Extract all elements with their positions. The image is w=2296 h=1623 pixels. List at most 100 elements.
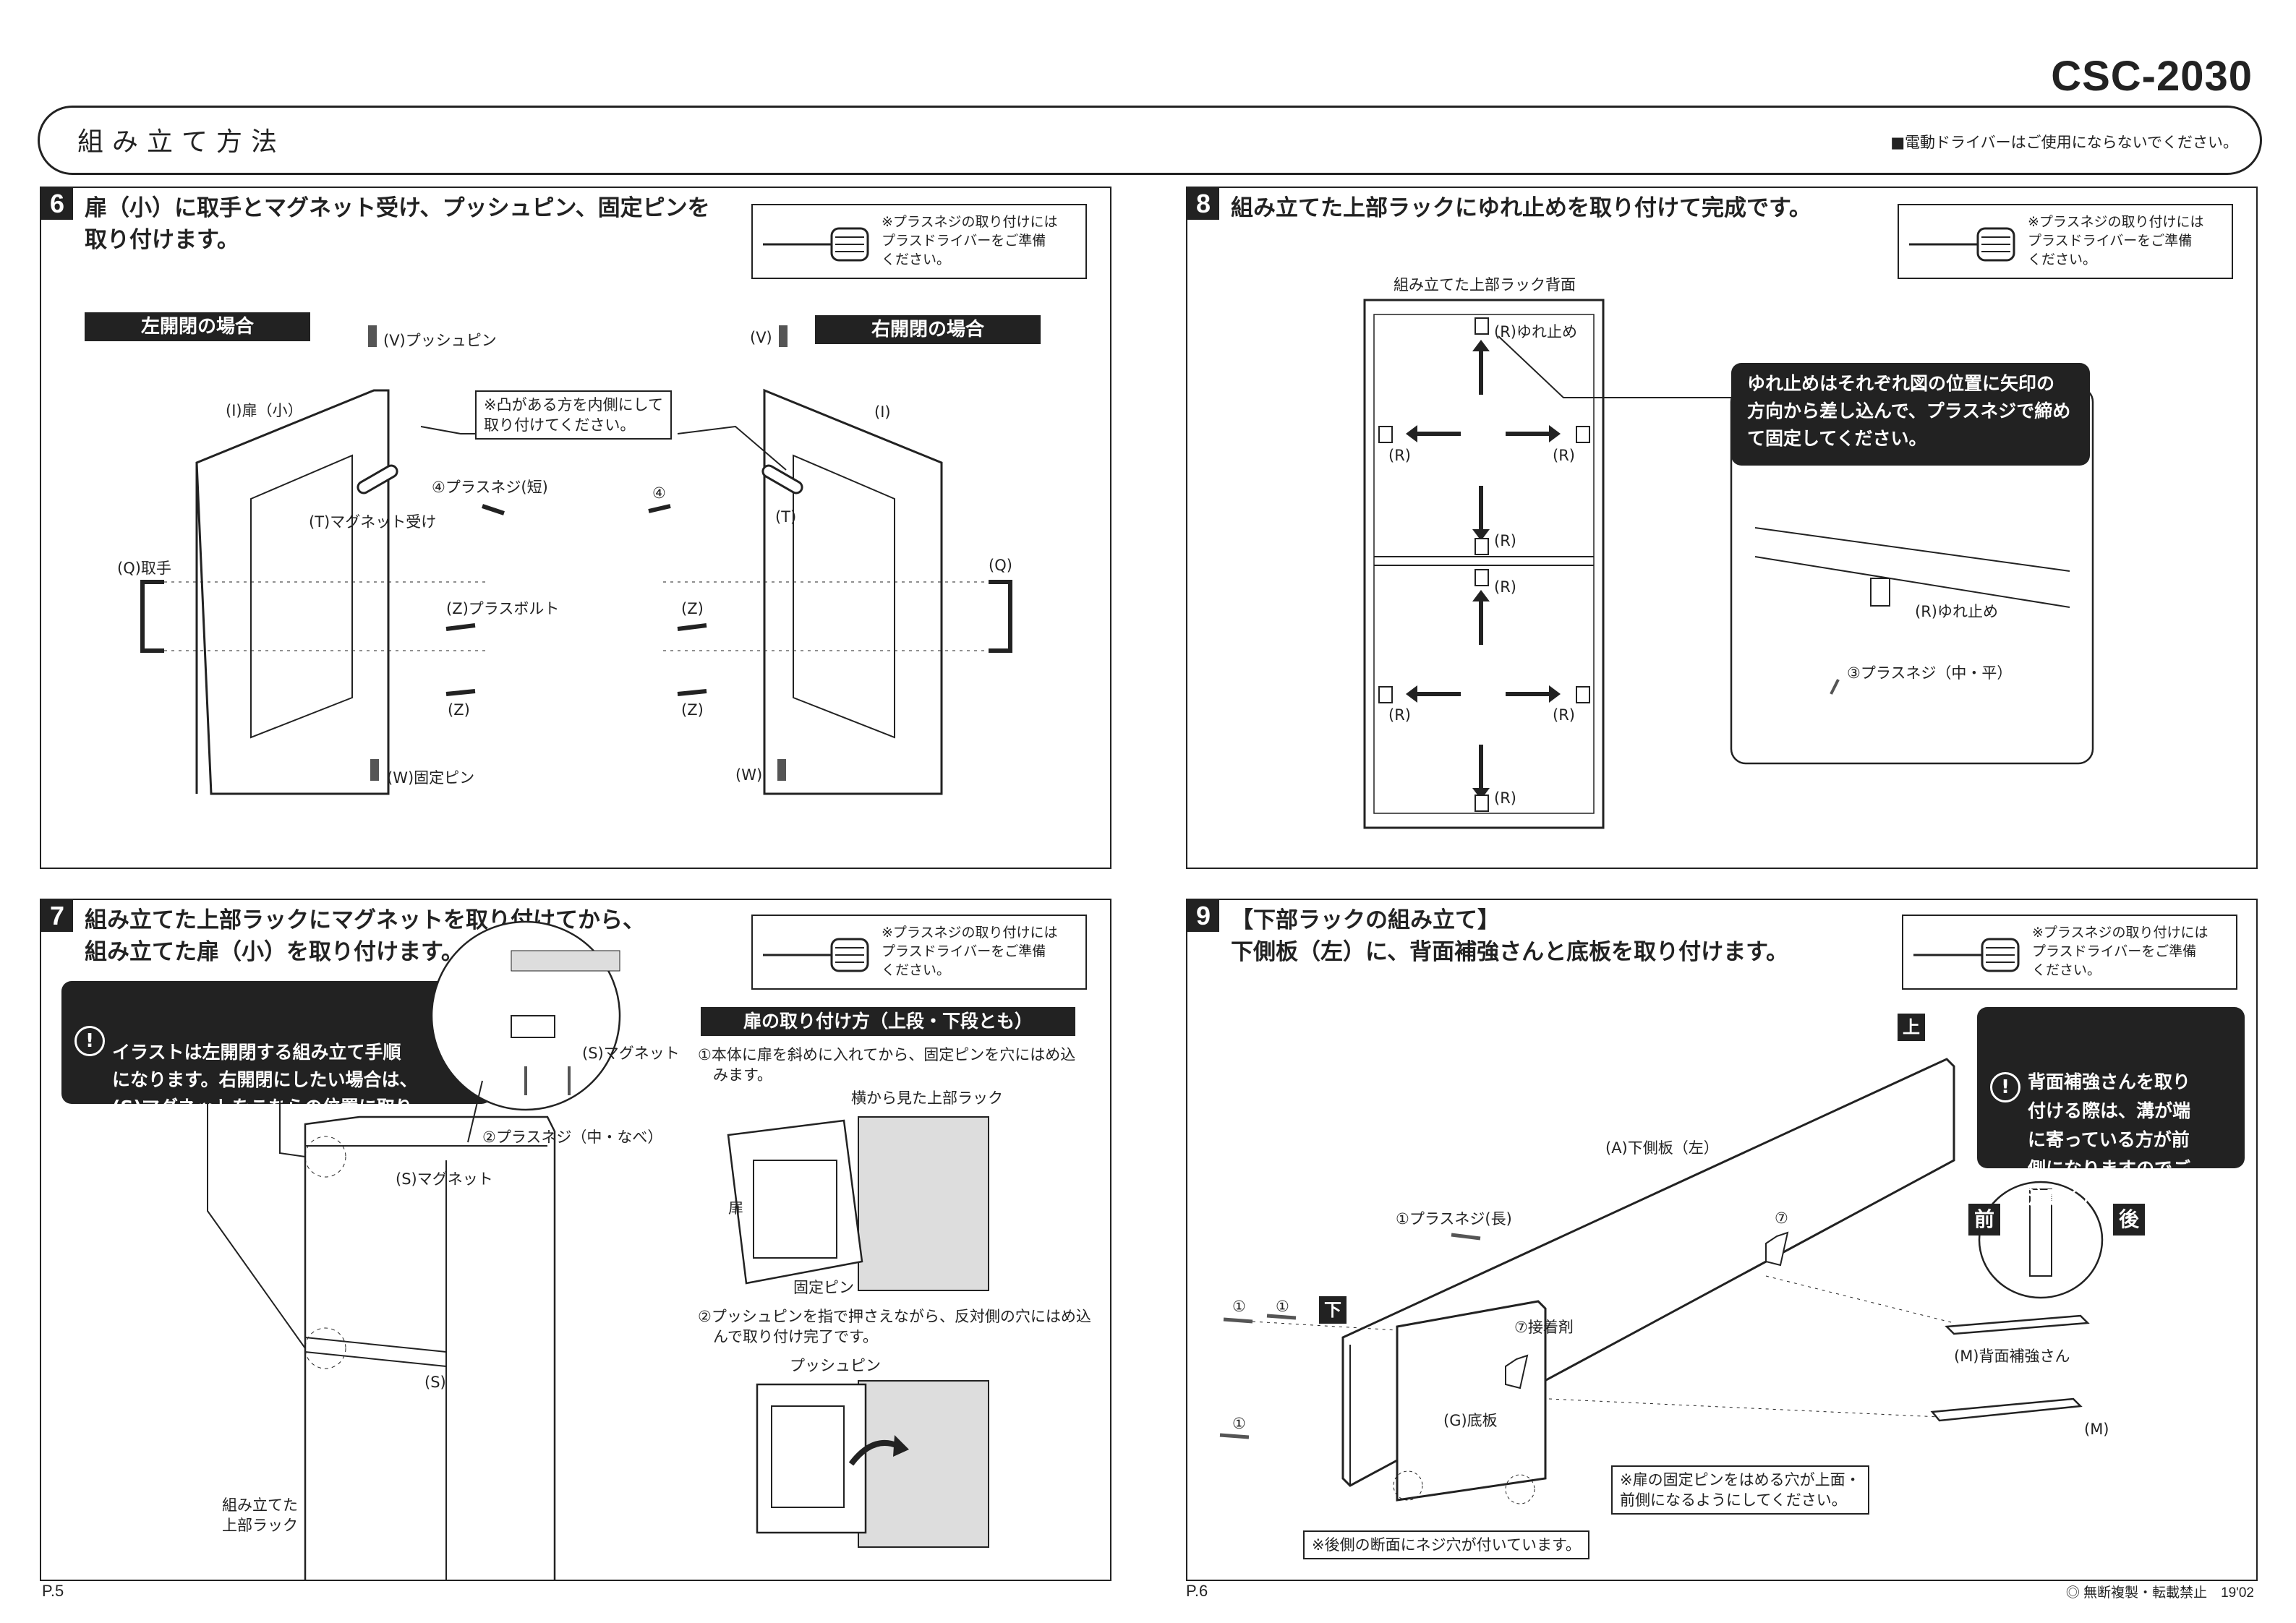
label-w-fixedpin-left: (W)固定ピン xyxy=(387,769,475,787)
page-number-6: P.6 xyxy=(1186,1582,1208,1600)
convex-note: ※凸がある方を内側にして 取り付けてください。 xyxy=(475,390,672,440)
label-screw1-long: ①プラスネジ(長) xyxy=(1396,1210,1512,1228)
label-door-small-left: (I)扉（小） xyxy=(226,402,303,419)
note-screw-hole: ※後側の断面にネジ穴が付いています。 xyxy=(1303,1530,1589,1559)
step9-heading: 【下部ラックの組み立て】 下側板（左）に、背面補強さんと底板を取り付けます。 xyxy=(1231,907,1788,965)
driver-note: ■電動ドライバーはご使用にならないでください。 xyxy=(1890,134,2238,151)
step8-heading: 組み立てた上部ラックにゆれ止めを取り付けて完成です。 xyxy=(1231,195,1811,221)
label-fixed-pin: 固定ピン xyxy=(793,1279,854,1296)
label-push-pin: プッシュピン xyxy=(790,1357,881,1374)
label-g-bottom: (G)底板 xyxy=(1443,1412,1498,1429)
screwdriver-note-text: ※プラスネジの取り付けには プラスドライバーをご準備 ください。 xyxy=(2028,214,2204,267)
label-door-right: (I) xyxy=(874,403,891,421)
label-one-b: ① xyxy=(1276,1298,1289,1315)
detail-r-stopper: (R)ゆれ止め xyxy=(1915,603,1998,620)
label-v-pushpin-left: (V)プッシュピン xyxy=(383,332,497,349)
label-plus-bolt: (Z)プラスボルト xyxy=(446,600,560,617)
right-open-label: 右開閉の場合 xyxy=(815,315,1041,344)
label-r1: (R) xyxy=(1388,447,1411,464)
label-z-right1: (Z) xyxy=(681,600,704,617)
label-s-magnet-detail: (S)マグネット xyxy=(582,1045,680,1062)
label-s: (S) xyxy=(424,1374,446,1391)
label-r3: (R) xyxy=(1494,532,1516,549)
hand-screwdriver-icon xyxy=(1913,938,2020,972)
step8-number: 8 xyxy=(1187,188,1219,220)
label-z-right2: (Z) xyxy=(681,701,704,719)
label-r-stopper: (R)ゆれ止め xyxy=(1494,323,1577,341)
label-one-a: ① xyxy=(1232,1298,1246,1315)
label-r5: (R) xyxy=(1388,706,1411,724)
step7-heading: 組み立てた上部ラックにマグネットを取り付けてから、 組み立てた扉（小）を取り付け… xyxy=(85,907,645,965)
screwdriver-note: ※プラスネジの取り付けには プラスドライバーをご準備 ください。 xyxy=(751,204,1087,279)
label-front: 前 xyxy=(1968,1204,2000,1236)
label-r7: (R) xyxy=(1494,789,1516,807)
label-one-c: ① xyxy=(1232,1415,1246,1432)
door-how-title: 扉の取り付け方（上段・下段とも） xyxy=(701,1007,1075,1036)
label-screw4-right: ④ xyxy=(652,484,666,502)
label-r6: (R) xyxy=(1553,706,1575,724)
instruction-2: ②プッシュピンを指で押さえながら、反対側の穴にはめ込 んで取り付け完了です。 xyxy=(698,1308,1091,1345)
title-bar: 組み立て方法 ■電動ドライバーはご使用にならないでください。 xyxy=(38,106,2262,175)
label-bottom: 下 xyxy=(1319,1296,1347,1324)
step8-panel: 8 組み立てた上部ラックにゆれ止めを取り付けて完成です。 ※プラスネジの取り付け… xyxy=(1186,187,2258,869)
step6-panel: 6 扉（小）に取手とマグネット受け、プッシュピン、固定ピンを 取り付けます。 ※… xyxy=(40,187,1111,869)
label-t-right: (T) xyxy=(775,508,797,526)
left-open-label: 左開閉の場合 xyxy=(85,312,310,341)
label-s-magnet: (S)マグネット xyxy=(396,1170,493,1188)
screwdriver-note-text: ※プラスネジの取り付けには プラスドライバーをご準備 ください。 xyxy=(882,214,1058,267)
step6-heading: 扉（小）に取手とマグネット受け、プッシュピン、固定ピンを 取り付けます。 xyxy=(85,195,710,253)
screwdriver-note: ※プラスネジの取り付けには プラスドライバーをご準備 ください。 xyxy=(1902,915,2237,990)
label-back: 後 xyxy=(2113,1204,2145,1236)
hand-screwdriver-icon xyxy=(763,938,869,972)
instruction-1: ①本体に扉を斜めに入れてから、固定ピンを穴にはめ込 みます。 xyxy=(698,1046,1076,1084)
screwdriver-note-text: ※プラスネジの取り付けには プラスドライバーをご準備 ください。 xyxy=(2032,925,2208,978)
lower-rack-diagram xyxy=(1219,1058,2104,1504)
label-top: 上 xyxy=(1898,1014,1925,1041)
label-r4: (R) xyxy=(1494,578,1516,596)
left-open-callout-text: イラストは左開閉する組み立て手順 になります。右開閉にしたい場合は、 (S)マグ… xyxy=(112,1042,418,1145)
page-title: 組み立て方法 xyxy=(77,127,286,157)
step6-number: 6 xyxy=(41,188,73,220)
step7-number: 7 xyxy=(41,900,73,932)
label-side-view: 横から見た上部ラック xyxy=(851,1089,1003,1107)
label-handle-left: (Q)取手 xyxy=(117,560,171,577)
label-m: (M) xyxy=(2084,1421,2109,1438)
rack-magnet-diagram xyxy=(207,920,989,1580)
label-v-right: (V) xyxy=(750,329,772,346)
label-z-left: (Z) xyxy=(448,701,470,719)
exclamation-icon: ! xyxy=(74,1026,105,1056)
screwdriver-note-text: ※プラスネジの取り付けには プラスドライバーをご準備 ください。 xyxy=(882,925,1058,978)
back-reinforcement-callout-text: 背面補強さんを取り 付ける際は、溝が端 に寄っている方が前 側になりますのでご … xyxy=(2028,1071,2191,1208)
step9-panel: 9 【下部ラックの組み立て】 下側板（左）に、背面補強さんと底板を取り付けます。… xyxy=(1186,899,2258,1581)
exclamation-icon: ! xyxy=(1990,1072,2020,1102)
label-q-right: (Q) xyxy=(989,557,1012,574)
hand-screwdriver-icon xyxy=(763,227,869,262)
label-num7: ⑦ xyxy=(1775,1209,1788,1227)
label-screw4-left: ④プラスネジ(短) xyxy=(432,479,548,496)
label-screw2: ②プラスネジ（中・なべ） xyxy=(482,1129,663,1146)
screwdriver-note: ※プラスネジの取り付けには プラスドライバーをご準備 ください。 xyxy=(1898,204,2233,279)
step7-panel: 7 組み立てた上部ラックにマグネットを取り付けてから、 組み立てた扉（小）を取り… xyxy=(40,899,1111,1581)
left-open-callout: ! イラストは左開閉する組み立て手順 になります。右開閉にしたい場合は、 (S)… xyxy=(61,981,492,1145)
label-a-side-left: (A)下側板（左） xyxy=(1605,1139,1719,1157)
door-diagram xyxy=(140,325,1012,795)
stopper-callout: ゆれ止めはそれぞれ図の位置に矢印の 方向から差し込んで、プラスネジで締め て固定… xyxy=(1731,363,2090,466)
back-reinforcement-callout: ! 背面補強さんを取り 付ける際は、溝が端 に寄っている方が前 側になりますので… xyxy=(1977,1007,2245,1208)
label-door: 扉 xyxy=(728,1199,743,1217)
rack-back-label: 組み立てた上部ラック背面 xyxy=(1394,276,1576,294)
copyright-note: ◎ 無断複製・転載禁止 19'02 xyxy=(2065,1585,2254,1601)
model-number: CSC-2030 xyxy=(2051,53,2253,100)
label-m-back: (M)背面補強さん xyxy=(1954,1348,2070,1365)
label-glue: ⑦接着剤 xyxy=(1514,1319,1574,1336)
label-magnet-receiver-left: (T)マグネット受け xyxy=(309,513,437,531)
page-number-5: P.5 xyxy=(42,1582,64,1600)
label-assembled-rack: 組み立てた 上部ラック xyxy=(222,1496,298,1534)
screwdriver-note: ※プラスネジの取り付けには プラスドライバーをご準備 ください。 xyxy=(751,915,1087,990)
hand-screwdriver-icon xyxy=(1909,227,2015,262)
label-w-right: (W) xyxy=(735,766,763,784)
rack-back-diagram xyxy=(1363,299,2094,829)
note-fixed-pin-hole: ※扉の固定ピンをはめる穴が上面・ 前側になるようにしてください。 xyxy=(1611,1465,1869,1515)
step9-number: 9 xyxy=(1187,900,1219,932)
label-r2: (R) xyxy=(1553,447,1575,464)
detail-screw3: ③プラスネジ（中・平） xyxy=(1847,664,2013,682)
